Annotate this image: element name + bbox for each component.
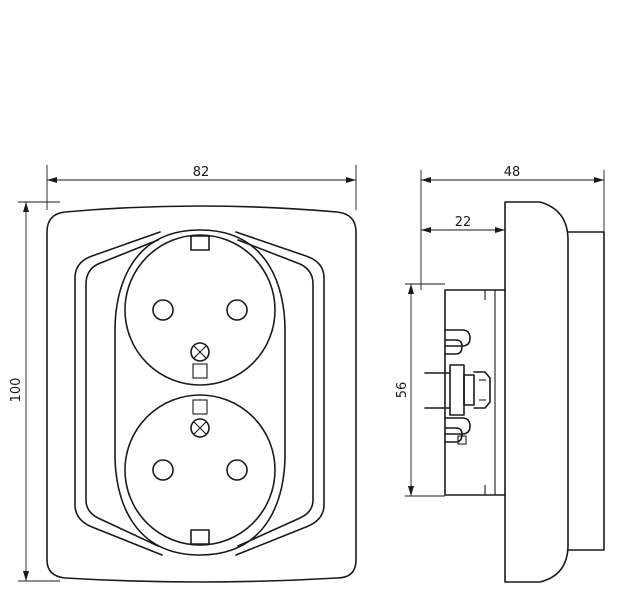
dimension-width: 82 xyxy=(46,165,357,210)
frame-wing-left xyxy=(74,231,163,556)
side-terminals xyxy=(424,329,491,445)
front-view xyxy=(46,205,357,583)
frame-wing-left-inner xyxy=(85,239,159,547)
dimension-height-label: 100 xyxy=(9,378,24,403)
earth-clip-upper-top xyxy=(190,235,210,251)
dimension-height: 100 xyxy=(9,201,60,582)
side-frame-part xyxy=(567,231,605,551)
pin-hole-lower-right xyxy=(226,459,248,481)
dimension-module-height: 56 xyxy=(395,283,445,497)
dimension-depth-total: 48 xyxy=(420,165,605,290)
earth-clip-lower-top xyxy=(192,399,208,415)
dimension-module-height-label: 56 xyxy=(395,382,410,399)
side-mechanism-body xyxy=(444,289,506,496)
frame-wing-right-inner xyxy=(237,239,314,547)
pin-hole-upper-right xyxy=(226,299,248,321)
dimension-depth-total-label: 48 xyxy=(504,165,521,180)
screw-lower-cross xyxy=(193,421,207,435)
screw-upper-cross xyxy=(193,345,207,359)
socket-surround xyxy=(114,229,286,556)
frame-wing-right xyxy=(235,231,325,556)
socket-lower xyxy=(124,394,276,546)
socket-lower-recess xyxy=(124,394,276,546)
socket-upper xyxy=(124,234,276,386)
socket-upper-recess xyxy=(124,234,276,386)
dimension-width-label: 82 xyxy=(193,165,210,180)
pin-hole-lower-left xyxy=(152,459,174,481)
dimension-depth-frame-label: 22 xyxy=(455,215,472,230)
earth-clip-lower-bottom xyxy=(190,529,210,545)
dimension-depth-frame: 22 xyxy=(421,215,505,233)
pin-hole-upper-left xyxy=(152,299,174,321)
cover-plate-outline xyxy=(46,205,357,583)
side-view xyxy=(424,201,605,583)
earth-clip-upper-bottom xyxy=(192,363,208,379)
side-cover-profile xyxy=(504,201,569,583)
